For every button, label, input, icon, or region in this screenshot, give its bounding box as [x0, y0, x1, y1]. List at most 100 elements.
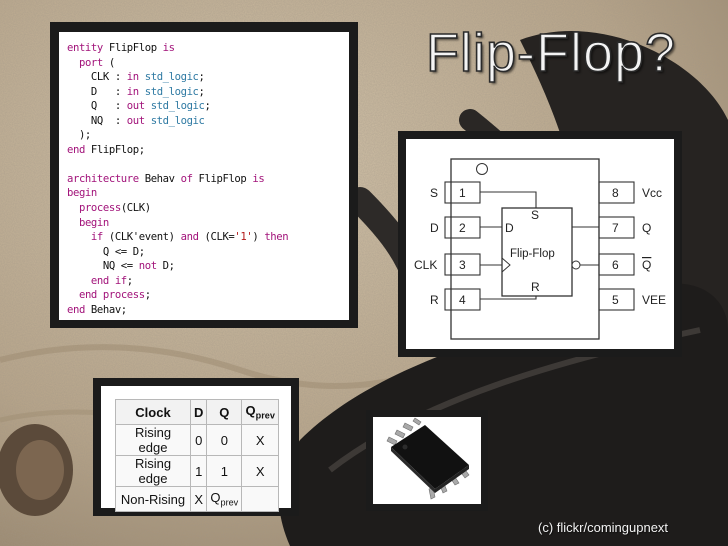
- code-token: FlipFlop: [192, 172, 253, 185]
- header-q-prev: Qprev: [241, 399, 280, 425]
- table-row: Non-Rising X Qprev: [115, 486, 280, 512]
- header-q: Q: [206, 399, 243, 425]
- header-clock: Clock: [115, 399, 191, 425]
- code-token: begin: [78, 216, 109, 229]
- vhdl-code-listing: entity FlipFlop is port ( CLK : in std_l…: [59, 32, 349, 317]
- code-token: begin: [67, 187, 97, 200]
- code-token: (CLK=: [198, 231, 235, 244]
- code-token: ;: [198, 71, 205, 84]
- header-d: D: [189, 399, 208, 425]
- code-token: is: [162, 42, 175, 54]
- code-token: ;: [144, 289, 151, 302]
- pin-label-s: S: [430, 186, 438, 200]
- cell-d: 1: [189, 455, 208, 487]
- code-token: [67, 275, 91, 287]
- code-token: not: [138, 260, 157, 273]
- flip-flop-block: [501, 207, 573, 297]
- cell-q-prev: X: [241, 455, 280, 487]
- code-token: entity: [67, 42, 109, 54]
- package-outline: [450, 158, 600, 340]
- code-token: ;: [198, 85, 205, 98]
- inverted-output-bubble: [571, 260, 581, 270]
- code-token: [67, 217, 79, 229]
- code-token: '1': [234, 231, 253, 244]
- truth-table-panel: Clock D Q Qprev Rising edge 0 0 X Rising…: [93, 378, 299, 516]
- cell-clock: Rising edge: [115, 455, 191, 487]
- pin-number-3: 3: [459, 258, 466, 272]
- code-token: process: [78, 202, 121, 215]
- flip-flop-pinout-diagram: D S R Flip-Flop S 1 D 2 CLK 3 R 4 8 Vcc …: [414, 158, 666, 340]
- code-token: D :: [67, 85, 127, 98]
- code-token: NQ <=: [67, 260, 139, 273]
- code-token: Q <= D;: [67, 245, 145, 258]
- inner-label-d: D: [505, 221, 514, 235]
- code-token: FlipFlop;: [84, 143, 145, 156]
- code-token: );: [67, 129, 91, 142]
- code-token: Behav;: [84, 303, 127, 316]
- code-token: std_logic: [150, 114, 205, 127]
- code-token: FlipFlop: [108, 42, 163, 54]
- code-token: end process: [78, 289, 145, 302]
- code-token: in: [126, 85, 139, 98]
- pin-label-vcc: Vcc: [642, 186, 662, 200]
- truth-table: Clock D Q Qprev Rising edge 0 0 X Rising…: [115, 399, 280, 512]
- code-token: ;: [126, 274, 133, 287]
- code-token: then: [264, 231, 289, 244]
- table-row: Rising edge 1 1 X: [115, 455, 280, 487]
- pin-label-r: R: [430, 293, 439, 307]
- inner-label-s: S: [531, 208, 539, 222]
- code-listing-background: entity FlipFlop is port ( CLK : in std_l…: [59, 32, 349, 320]
- truth-table-background: Clock D Q Qprev Rising edge 0 0 X Rising…: [101, 386, 291, 512]
- pinout-diagram-background: D S R Flip-Flop S 1 D 2 CLK 3 R 4 8 Vcc …: [406, 139, 674, 349]
- code-token: NQ :: [67, 114, 127, 127]
- code-token: [67, 289, 79, 301]
- wire-s: [480, 191, 537, 208]
- photo-credit: (c) flickr/comingupnext: [538, 520, 669, 535]
- code-token: if: [90, 231, 103, 244]
- code-token: D;: [156, 260, 175, 273]
- code-token: ;: [204, 100, 211, 113]
- table-row: Rising edge 0 0 X: [115, 424, 280, 456]
- pin-box-8: [598, 181, 635, 204]
- code-token: is: [252, 172, 265, 185]
- pin-label-q-bar: Q: [642, 258, 651, 272]
- right-pin-boxes: [598, 181, 635, 311]
- code-token: Q :: [67, 100, 127, 113]
- code-token: port: [78, 56, 103, 69]
- code-token: out: [126, 100, 145, 113]
- pin-number-7: 7: [612, 221, 619, 235]
- soic8-chip-image: [386, 417, 470, 500]
- code-token: out: [126, 114, 145, 127]
- code-token: std_logic: [150, 100, 205, 113]
- pin-number-4: 4: [459, 293, 466, 307]
- clock-triangle: [501, 257, 511, 273]
- code-token: and: [180, 231, 199, 244]
- code-token: CLK :: [67, 71, 127, 84]
- pin-number-8: 8: [612, 186, 619, 200]
- wire-r: [480, 296, 537, 300]
- pin-label-d: D: [430, 221, 439, 235]
- left-pin-boxes: [444, 181, 481, 311]
- cell-q-prev: [241, 486, 280, 512]
- cell-q-prev: X: [241, 424, 280, 456]
- code-token: end: [67, 143, 85, 156]
- inner-label-r: R: [531, 280, 540, 294]
- code-token: std_logic: [144, 71, 199, 84]
- code-token: in: [126, 71, 139, 84]
- cell-d: X: [189, 486, 208, 512]
- code-token: end if: [90, 274, 127, 287]
- code-token: (: [102, 56, 115, 69]
- truth-table-header-row: Clock D Q Qprev: [115, 399, 280, 425]
- pin-number-1: 1: [459, 186, 466, 200]
- code-token: [67, 231, 91, 243]
- cell-q: Qprev: [206, 486, 243, 512]
- slide-title: Flip-Flop?: [425, 22, 677, 84]
- pin-label-q: Q: [642, 221, 651, 235]
- pin-label-vee: VEE: [642, 293, 666, 307]
- code-token: [67, 57, 79, 69]
- code-token: (CLK'event): [102, 231, 181, 244]
- code-token: [67, 202, 79, 214]
- cell-q: 0: [206, 424, 243, 456]
- code-token: of: [180, 172, 193, 185]
- chip-photo-background: [373, 417, 481, 504]
